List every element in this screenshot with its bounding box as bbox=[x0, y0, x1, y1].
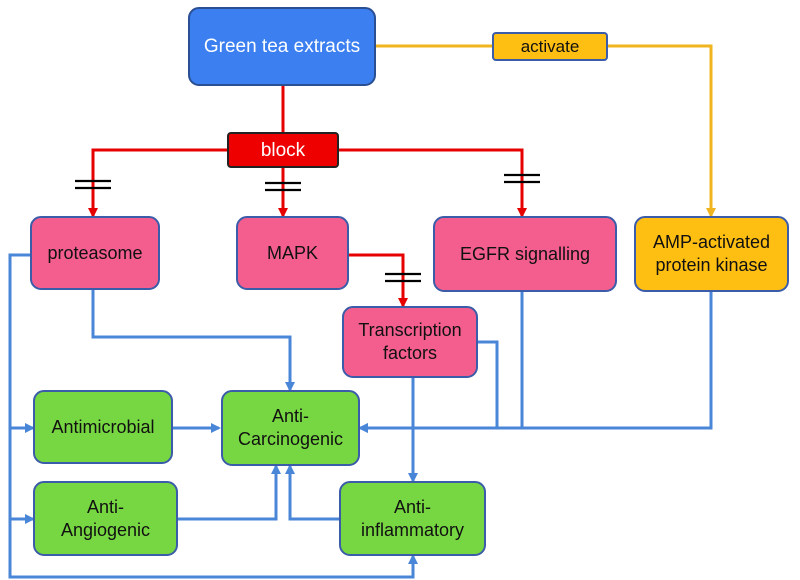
node-anti-carcinogenic: Anti- Carcinogenic bbox=[221, 390, 360, 466]
node-anti-inflammatory-line2: inflammatory bbox=[360, 519, 465, 540]
node-transcription-factors-line1: Transcription bbox=[358, 320, 462, 340]
node-mapk-label: MAPK bbox=[266, 242, 318, 263]
node-ampk: AMP-activated protein kinase bbox=[634, 216, 789, 292]
inhibition-mark-transcription bbox=[385, 272, 421, 283]
label-activate: activate bbox=[492, 32, 608, 61]
node-anti-inflammatory: Anti- inflammatory bbox=[339, 481, 486, 556]
inhibition-mark-mapk bbox=[265, 181, 301, 192]
node-ampk-label-line1: AMP-activated bbox=[652, 232, 771, 252]
inhibition-mark-egfr bbox=[504, 173, 540, 184]
node-antimicrobial-label: Antimicrobial bbox=[51, 416, 155, 437]
label-block-text: block bbox=[260, 139, 306, 161]
edge-block-to-proteasome bbox=[88, 148, 227, 218]
label-activate-text: activate bbox=[520, 37, 580, 56]
node-green-tea-extracts: Green tea extracts bbox=[188, 7, 376, 86]
node-transcription-factors: Transcription factors bbox=[342, 306, 478, 378]
node-antimicrobial: Antimicrobial bbox=[33, 390, 173, 464]
node-anti-inflammatory-line1: Anti- bbox=[393, 496, 431, 517]
edge-activate-to-ampk bbox=[608, 44, 716, 218]
node-mapk: MAPK bbox=[236, 216, 349, 290]
node-transcription-factors-line2: factors bbox=[382, 343, 438, 363]
node-anti-carcinogenic-line2: Carcinogenic bbox=[237, 429, 344, 449]
node-proteasome-label: proteasome bbox=[47, 242, 143, 263]
edge-antiangiogenic-to-anticarcinogenic bbox=[178, 464, 281, 521]
edge-proteasome-left-trunk bbox=[8, 253, 418, 579]
node-anti-angiogenic-line2: Angiogenic bbox=[60, 519, 151, 540]
node-anti-carcinogenic-line1: Anti- bbox=[271, 406, 309, 426]
edge-proteasome-to-anticarcinogenic bbox=[91, 290, 295, 392]
node-proteasome: proteasome bbox=[30, 216, 160, 290]
node-egfr-signalling-label: EGFR signalling bbox=[459, 243, 591, 264]
node-green-tea-extracts-label: Green tea extracts bbox=[203, 36, 361, 57]
edge-antiinflammatory-to-anticarcinogenic bbox=[285, 464, 339, 521]
node-anti-angiogenic: Anti- Angiogenic bbox=[33, 481, 178, 556]
inhibition-mark-proteasome bbox=[75, 179, 111, 190]
node-egfr-signalling: EGFR signalling bbox=[433, 216, 617, 292]
edge-ampk-to-anticarcinogenic bbox=[358, 292, 713, 433]
edge-mapk-to-transcription bbox=[349, 253, 408, 308]
label-block: block bbox=[227, 132, 339, 168]
node-ampk-label-line2: protein kinase bbox=[655, 255, 768, 275]
edge-block-to-egfr bbox=[339, 148, 527, 218]
node-anti-angiogenic-line1: Anti- bbox=[86, 496, 124, 517]
